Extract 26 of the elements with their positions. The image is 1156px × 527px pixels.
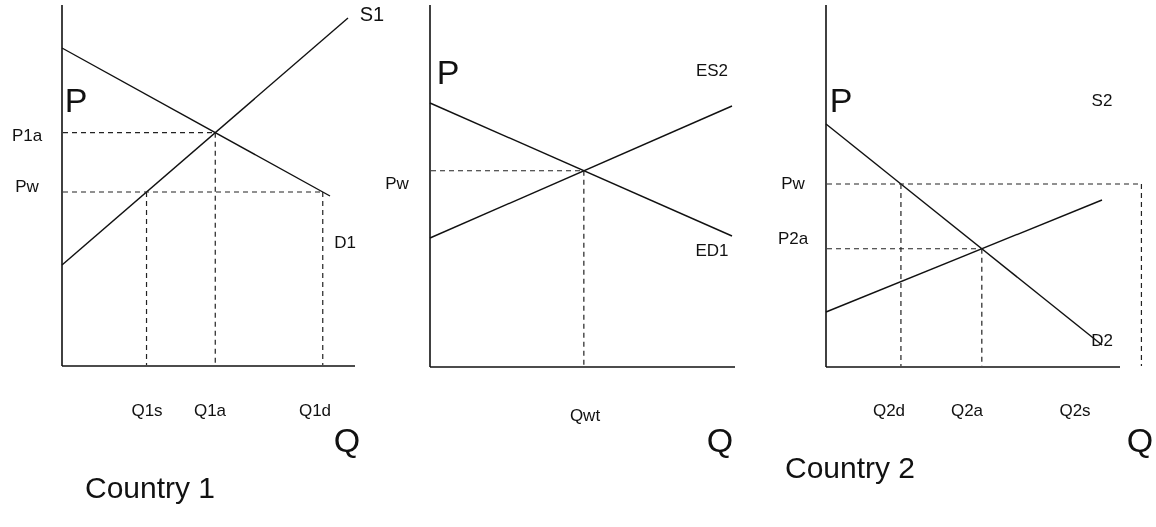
price-label: P1a <box>11 126 43 144</box>
quantity-label: Q1a <box>193 401 227 419</box>
axis-label: Q <box>333 423 361 457</box>
price-label: Pw <box>385 174 409 192</box>
curve-label: ED1 <box>695 241 729 259</box>
quantity-label: Q1d <box>298 401 332 419</box>
axis-label: P <box>829 83 853 117</box>
quantity-label: Q2s <box>1059 401 1091 419</box>
quantity-label: Q1s <box>131 401 163 419</box>
curve-label: D1 <box>334 233 356 251</box>
axis-label: Q <box>1126 423 1154 457</box>
axis-label: Q <box>706 423 734 457</box>
quantity-label: Qwt <box>569 406 601 424</box>
axis-label: P <box>436 55 460 89</box>
curve-label: D2 <box>1091 331 1113 349</box>
price-label: Pw <box>781 174 805 192</box>
curve-label: ES2 <box>695 61 729 79</box>
price-label: P2a <box>777 229 809 247</box>
panel-caption: Country 2 <box>784 453 916 483</box>
curve-label: S2 <box>1091 91 1113 109</box>
price-label: Pw <box>15 177 39 195</box>
curve-label: S1 <box>359 4 385 24</box>
quantity-label: Q2a <box>950 401 984 419</box>
panel-caption: Country 1 <box>84 473 216 503</box>
quantity-label: Q2d <box>872 401 906 419</box>
axis-label: P <box>64 83 88 117</box>
